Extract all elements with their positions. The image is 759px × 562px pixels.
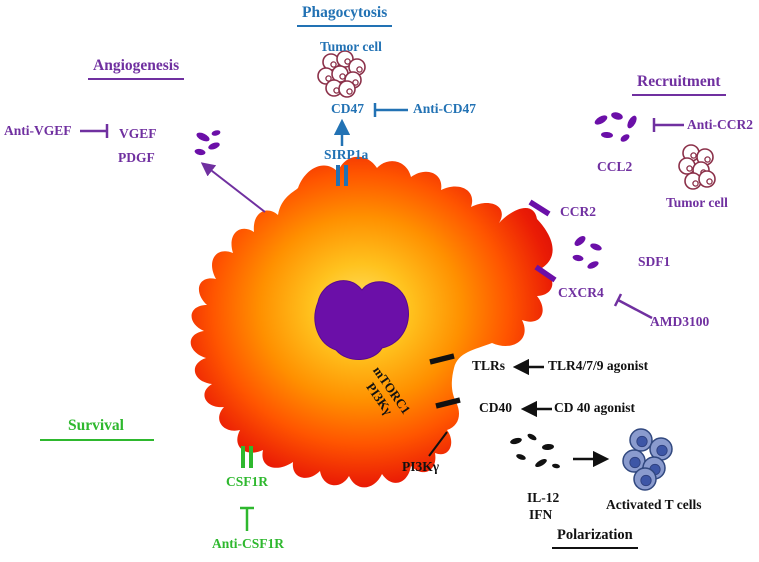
- polarization-title: Polarization: [552, 527, 638, 549]
- cd40-agonist-label: CD 40 agonist: [554, 400, 636, 415]
- pdgf-label: PDGF: [118, 150, 155, 165]
- ccr2-receptor-icon: [528, 199, 551, 217]
- vgef-blobs-icon: [194, 130, 221, 156]
- csf1r-receptor-icon: [241, 446, 253, 468]
- ccl2-label: CCL2: [597, 159, 633, 174]
- cytokine-blobs-icon: [510, 433, 560, 469]
- tlr-agonist-label: TLR4/7/9 agonist: [548, 358, 649, 373]
- amd3100-inhibitor-bar: [613, 293, 653, 320]
- il12-label: IL-12: [527, 490, 560, 505]
- anti-cd47-inhibitor-bar: [373, 103, 408, 117]
- ccr2-label: CCR2: [560, 204, 596, 219]
- nucleus-icon: [314, 280, 410, 360]
- phagocytosis-title: Phagocytosis: [297, 4, 393, 27]
- pi3kg-label: PI3Kγ: [402, 459, 440, 474]
- sdf1-label: SDF1: [638, 254, 671, 269]
- recruitment-title: Recruitment: [632, 73, 726, 96]
- sdf1-blobs-icon: [572, 236, 602, 269]
- activated-t-cells-icon: [622, 428, 673, 491]
- cd40-label: CD40: [479, 400, 512, 415]
- vgef-label: VGEF: [119, 126, 157, 141]
- tumor-cell-top-label: Tumor cell: [320, 39, 382, 54]
- survival-title: Survival: [40, 417, 154, 441]
- csf1r-label: CSF1R: [226, 474, 269, 489]
- pi3kg-pointer-line: [428, 431, 448, 457]
- ifn-label: IFN: [529, 507, 553, 522]
- anti-ccr2-inhibitor-bar: [652, 118, 684, 132]
- amd3100-label: AMD3100: [650, 314, 710, 329]
- anti-vgef-inhibitor-bar: [80, 124, 109, 138]
- anti-vgef-label: Anti-VGEF: [4, 123, 72, 138]
- ccl2-blobs-icon: [594, 112, 637, 142]
- anti-cd47-label: Anti-CD47: [413, 101, 476, 116]
- anti-ccr2-label: Anti-CCR2: [687, 117, 753, 132]
- sirp1a-label: SIRP1a: [324, 147, 369, 162]
- anti-csf1r-label: Anti-CSF1R: [212, 536, 285, 551]
- cd40-receptor-icon: [435, 397, 461, 409]
- angiogenesis-title: Angiogenesis: [88, 57, 185, 80]
- tlrs-label: TLRs: [472, 358, 506, 373]
- anti-csf1r-inhibitor-bar: [240, 506, 254, 531]
- tumor-cell-right-label: Tumor cell: [666, 195, 728, 210]
- cxcr4-label: CXCR4: [558, 285, 604, 300]
- activated-t-cells-label: Activated T cells: [606, 497, 702, 512]
- tumor-cell-cluster-right-icon: [678, 144, 716, 190]
- tlr-receptor-icon: [429, 353, 455, 365]
- tumor-cell-cluster-top-icon: [317, 50, 366, 98]
- sirp1a-receptor-icon: [336, 165, 348, 186]
- angiogenesis-arrow: [200, 162, 266, 213]
- cd47-label: CD47: [331, 101, 364, 116]
- cxcr4-receptor-icon: [534, 264, 557, 283]
